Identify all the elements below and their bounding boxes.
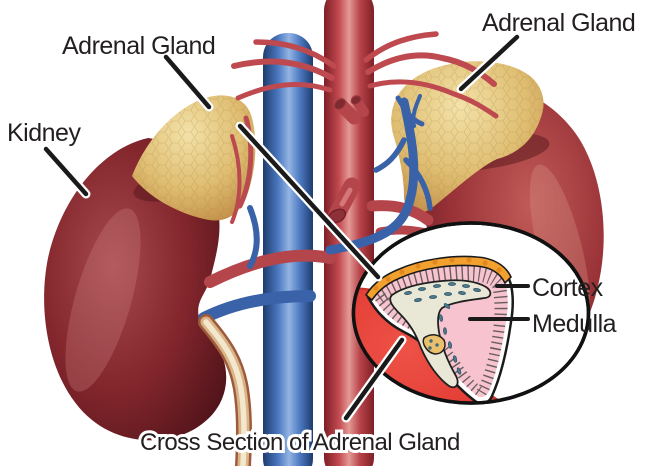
left-adrenal-blue-twig xyxy=(247,205,260,269)
capsule-bumps xyxy=(373,257,502,291)
left-adrenal-artery-3 xyxy=(235,81,333,101)
medulla-layer xyxy=(389,279,492,389)
left-adrenal-twig-2 xyxy=(230,134,242,224)
label-adrenal-gland-right: Adrenal Gland xyxy=(482,9,635,37)
pointer-adrenal-left xyxy=(161,52,214,112)
left-ureter xyxy=(198,314,252,466)
right-adrenal-artery-1 xyxy=(363,31,439,63)
left-renal-artery xyxy=(204,249,336,288)
left-adrenal-artery-2 xyxy=(231,58,335,81)
inset-cross-section xyxy=(351,221,591,405)
left-kidney xyxy=(44,138,227,441)
pointer-lines xyxy=(41,32,530,423)
branch-vessels xyxy=(198,31,499,324)
label-caption: Cross Section of Adrenal Gland xyxy=(140,429,460,456)
left-adrenal-texture xyxy=(132,95,256,221)
capsule-layer xyxy=(364,255,512,302)
left-renal-vein xyxy=(198,290,316,324)
right-vein-twig-2 xyxy=(403,157,433,211)
left-kidney-group xyxy=(44,95,256,441)
inset-circle-stroke xyxy=(351,221,591,405)
right-adrenal-texture xyxy=(391,61,544,213)
pointer-adrenal-right xyxy=(456,32,522,94)
aorta-branch-stubs xyxy=(327,95,369,224)
right-adrenal-artery-3 xyxy=(367,79,499,119)
label-cortex: Cortex xyxy=(532,274,604,302)
right-adrenal-vein-2 xyxy=(411,94,422,128)
right-vein-twig-1 xyxy=(373,137,407,173)
elbow-pocket-dots xyxy=(428,339,439,350)
inferior-vena-cava xyxy=(263,33,313,466)
pointer-to-inset xyxy=(235,121,383,282)
label-kidney: Kidney xyxy=(7,119,81,147)
label-adrenal-gland-left: Adrenal Gland xyxy=(62,32,215,60)
left-kidney-highlight xyxy=(65,208,141,392)
right-renal-vein xyxy=(325,97,419,255)
pointer-caption xyxy=(341,335,407,423)
left-adrenal-artery-1 xyxy=(253,39,337,69)
medulla-chromaffin-cells xyxy=(404,282,481,375)
aorta xyxy=(324,0,374,466)
pointer-kidney xyxy=(41,144,91,199)
elbow-fat-pocket xyxy=(422,334,446,355)
left-adrenal-twig-1 xyxy=(237,115,254,209)
right-adrenal-vein xyxy=(395,95,425,127)
label-medulla: Medulla xyxy=(532,310,617,338)
